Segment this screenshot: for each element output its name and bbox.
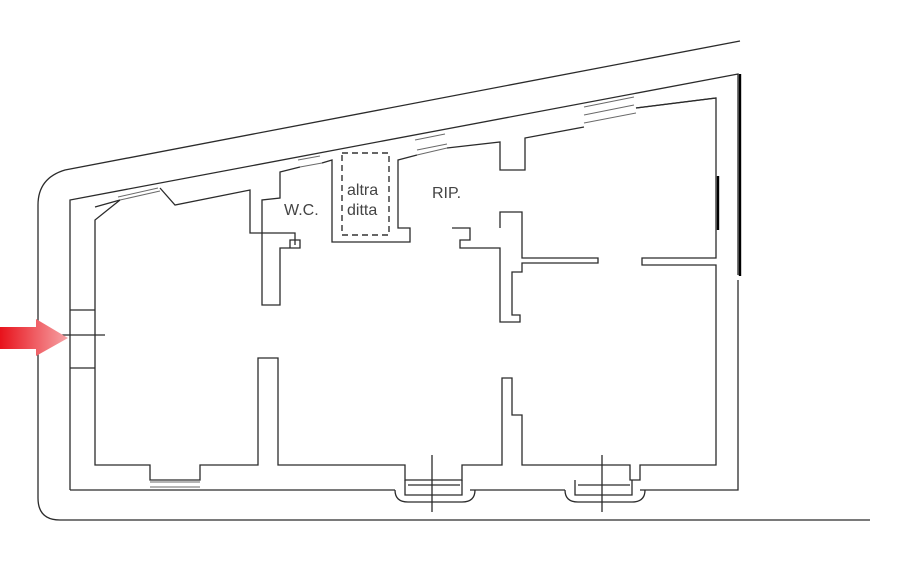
rip-partition bbox=[452, 211, 599, 323]
inner-wall-top bbox=[94, 97, 717, 243]
windows bbox=[117, 96, 637, 488]
inner-wall-left-room bbox=[94, 97, 717, 481]
room-label-altra: altra bbox=[347, 182, 378, 199]
altra-ditta-box bbox=[341, 152, 390, 236]
outer-wall bbox=[69, 73, 739, 490]
bay-windows bbox=[394, 455, 646, 512]
room-label-ditta: ditta bbox=[347, 202, 377, 219]
wc-walls bbox=[261, 232, 301, 306]
room-label-rip: RIP. bbox=[432, 185, 461, 202]
outer-wall-bottom bbox=[70, 280, 739, 491]
room-label-wc: W.C. bbox=[284, 202, 319, 219]
left-entry-wall bbox=[62, 309, 105, 369]
outer-boundary bbox=[37, 40, 870, 521]
arrow-right-icon bbox=[0, 319, 68, 356]
